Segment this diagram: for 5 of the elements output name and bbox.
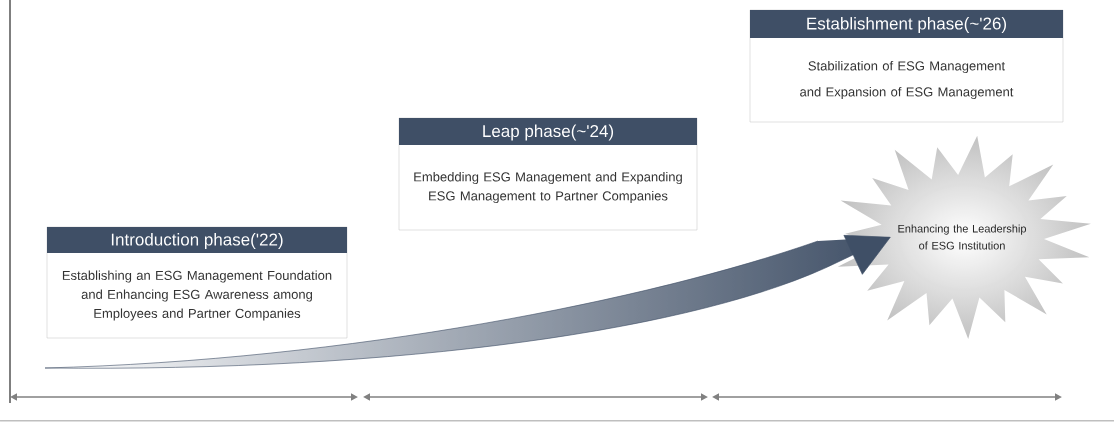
- starburst: Enhancing the Leadership of ESG Institution: [898, 224, 1026, 250]
- phase-box: Leap phase(~'24) Embedding ESG Management and Expanding ESG Management to Partner Companies: [398, 117, 698, 231]
- swoosh-arrow: [44, 235, 891, 369]
- phase-box: Introduction phase('22) Establishing an ESG Management Foundation and Enhancing ESG Awareness among Employees and Partner Companies: [46, 226, 348, 339]
- phase-box: Establishment phase(~'26) Stabilization of ESG Management and Expansion of ESG Management: [749, 9, 1064, 123]
